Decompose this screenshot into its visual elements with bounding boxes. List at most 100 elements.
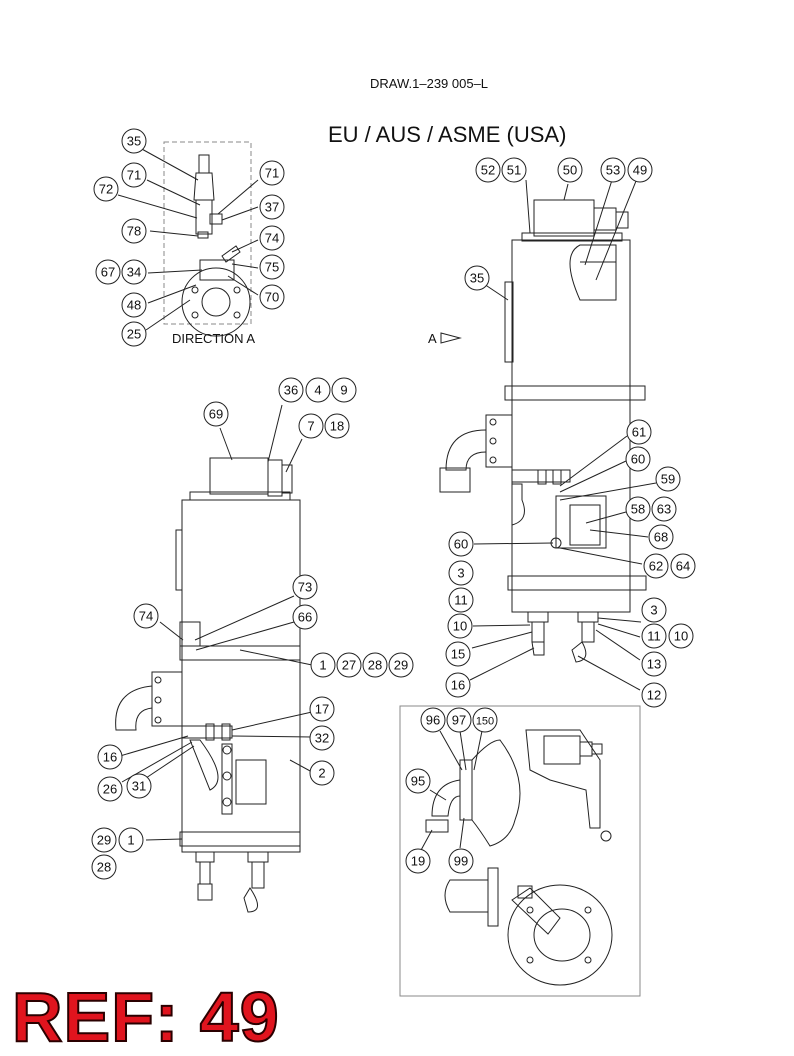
balloon-label: 74 — [265, 231, 279, 246]
drawing-number: DRAW.1–239 005–L — [370, 76, 489, 91]
balloon-label: 1 — [127, 833, 134, 848]
balloon-label: 13 — [647, 657, 661, 672]
balloon-b50: 50 — [557, 157, 583, 183]
balloon-label: 71 — [265, 166, 279, 181]
balloon-label: 16 — [451, 678, 465, 693]
balloon-b29a: 29 — [388, 652, 414, 678]
balloon-b71a: 71 — [121, 162, 147, 188]
balloon-label: 35 — [470, 271, 484, 286]
balloon-label: 97 — [452, 713, 466, 728]
balloon-b60a: 60 — [625, 446, 651, 472]
balloon-label: 9 — [340, 383, 347, 398]
balloon-label: 70 — [265, 290, 279, 305]
balloon-label: 25 — [127, 327, 141, 342]
balloon-label: 10 — [674, 629, 688, 644]
balloon-label: 71 — [127, 168, 141, 183]
balloon-label: 67 — [101, 265, 115, 280]
balloon-label: 32 — [315, 731, 329, 746]
balloon-b48: 48 — [121, 292, 147, 318]
balloon-label: 3 — [457, 566, 464, 581]
balloon-label: 48 — [127, 298, 141, 313]
balloon-b99: 99 — [448, 848, 474, 874]
balloon-b13: 13 — [641, 651, 667, 677]
balloon-label: 66 — [298, 610, 312, 625]
balloon-b10b: 10 — [668, 623, 694, 649]
balloon-b29b: 29 — [91, 827, 117, 853]
balloon-b7: 7 — [298, 413, 324, 439]
balloon-label: 12 — [647, 688, 661, 703]
balloon-b53: 53 — [600, 157, 626, 183]
balloon-b36: 36 — [278, 377, 304, 403]
balloon-b19: 19 — [405, 848, 431, 874]
balloon-b2: 2 — [309, 760, 335, 786]
balloon-label: 4 — [314, 383, 321, 398]
balloon-label: 16 — [103, 750, 117, 765]
balloon-b1a: 1 — [310, 652, 336, 678]
balloon-b66: 66 — [292, 604, 318, 630]
balloon-label: 150 — [476, 716, 494, 728]
balloon-label: 36 — [284, 383, 298, 398]
balloon-b72: 72 — [93, 176, 119, 202]
balloon-b61: 61 — [626, 419, 652, 445]
balloon-b35b: 35 — [464, 265, 490, 291]
balloon-b78: 78 — [121, 218, 147, 244]
balloon-label: 2 — [318, 766, 325, 781]
left-unit-view — [115, 404, 313, 913]
balloon-b12: 12 — [641, 682, 667, 708]
balloon-b16a: 16 — [445, 672, 471, 698]
balloon-label: 17 — [315, 702, 329, 717]
balloon-b9: 9 — [331, 377, 357, 403]
balloon-label: 1 — [319, 658, 326, 673]
balloon-b3a: 3 — [448, 560, 474, 586]
balloon-label: 29 — [394, 658, 408, 673]
balloon-b1b: 1 — [118, 827, 144, 853]
balloon-label: 49 — [633, 163, 647, 178]
balloon-b15: 15 — [445, 641, 471, 667]
balloon-b62: 62 — [643, 553, 669, 579]
balloon-b59: 59 — [655, 466, 681, 492]
balloon-b34: 34 — [121, 259, 147, 285]
balloon-label: 72 — [99, 182, 113, 197]
balloon-b67: 67 — [95, 259, 121, 285]
balloon-b10a: 10 — [447, 613, 473, 639]
balloon-label: 96 — [426, 713, 440, 728]
balloon-label: 31 — [132, 779, 146, 794]
balloon-b31: 31 — [126, 773, 152, 799]
balloon-label: 52 — [481, 163, 495, 178]
balloon-label: 58 — [631, 502, 645, 517]
balloon-label: 34 — [127, 265, 141, 280]
balloon-label: 53 — [606, 163, 620, 178]
balloon-label: 7 — [307, 419, 314, 434]
balloon-label: 11 — [454, 593, 468, 608]
balloon-label: 95 — [411, 774, 425, 789]
balloon-label: 69 — [209, 407, 223, 422]
balloon-label: 28 — [368, 658, 382, 673]
balloon-b26: 26 — [97, 776, 123, 802]
balloon-b16b: 16 — [97, 744, 123, 770]
view-label: DIRECTION A — [172, 331, 256, 346]
balloon-b69: 69 — [203, 401, 229, 427]
balloon-b68: 68 — [648, 524, 674, 550]
balloon-label: 68 — [654, 530, 668, 545]
balloon-b3b: 3 — [641, 597, 667, 623]
balloon-b73: 73 — [292, 574, 318, 600]
balloon-label: 26 — [103, 782, 117, 797]
balloon-b4: 4 — [305, 377, 331, 403]
detail-box — [399, 705, 641, 997]
balloon-label: 27 — [342, 658, 356, 673]
right-unit-view — [439, 179, 657, 691]
balloon-label: 51 — [507, 163, 521, 178]
balloon-b51: 51 — [501, 157, 527, 183]
view-marker-label: A — [428, 331, 437, 346]
balloon-b17: 17 — [309, 696, 335, 722]
balloon-b96: 96 — [420, 707, 446, 733]
balloon-b60b: 60 — [448, 531, 474, 557]
balloon-b150: 150 — [472, 707, 498, 733]
balloon-b25: 25 — [121, 321, 147, 347]
reference-label: REF: 49 — [11, 978, 280, 1056]
balloon-label: 50 — [563, 163, 577, 178]
balloon-label: 62 — [649, 559, 663, 574]
balloon-label: 3 — [650, 603, 657, 618]
balloon-label: 73 — [298, 580, 312, 595]
